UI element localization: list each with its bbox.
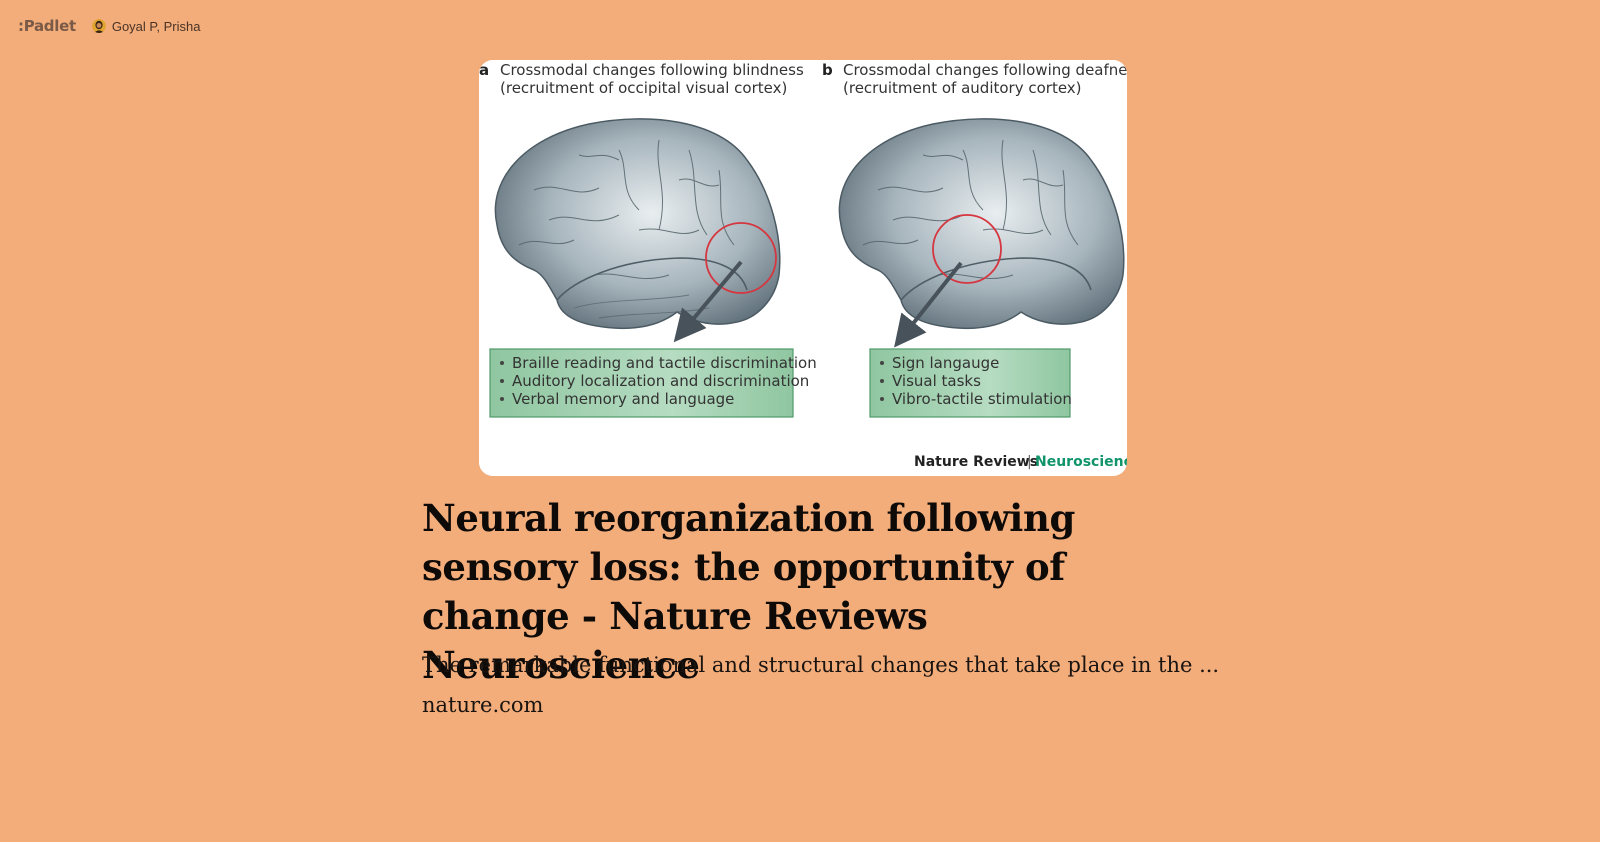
author-info: Goyal P, Prisha (91, 18, 201, 34)
padlet-logo[interactable]: :Padlet (18, 17, 76, 35)
post-image[interactable]: a Crossmodal changes following blindness… (479, 60, 1127, 476)
panel-a-title-line2: (recruitment of occipital visual cortex) (500, 79, 787, 97)
credit-journal: Nature Reviews (914, 454, 1038, 470)
bottom-divider (0, 842, 1600, 844)
panel-b-item-1: Sign langauge (892, 354, 999, 372)
brain-a-illustration (494, 118, 781, 343)
author-name: Goyal P, Prisha (111, 18, 201, 34)
panel-a-item-3: Verbal memory and language (512, 390, 734, 408)
source-domain-link[interactable]: nature.com (422, 693, 544, 717)
panel-b-letter: b (822, 61, 833, 79)
credit-separator: | (1027, 454, 1032, 470)
credit-section: Neuroscience (1035, 454, 1127, 470)
panel-b-item-3: Vibro-tactile stimulation (892, 390, 1072, 408)
brain-figure: a Crossmodal changes following blindness… (479, 60, 1127, 476)
post-description: The remarkable functional and structural… (422, 653, 1220, 677)
panel-b-title-line1: Crossmodal changes following deafness (843, 61, 1127, 79)
panel-b-item-2: Visual tasks (892, 372, 981, 390)
post-title[interactable]: Neural reorganization following sensory … (422, 496, 1075, 687)
panel-b-box (869, 348, 1071, 418)
panel-a-title-line1: Crossmodal changes following blindness (500, 61, 804, 79)
brain-b-illustration (838, 118, 1125, 348)
top-bar: :Padlet Goyal P, Prisha (18, 14, 200, 38)
panel-a-letter: a (479, 61, 489, 79)
panel-a-item-1: Braille reading and tactile discriminati… (512, 354, 817, 372)
panel-a-item-2: Auditory localization and discrimination (512, 372, 809, 390)
panel-b-title-line2: (recruitment of auditory cortex) (843, 79, 1082, 97)
panel-a-box (489, 348, 794, 418)
avatar (91, 19, 106, 33)
